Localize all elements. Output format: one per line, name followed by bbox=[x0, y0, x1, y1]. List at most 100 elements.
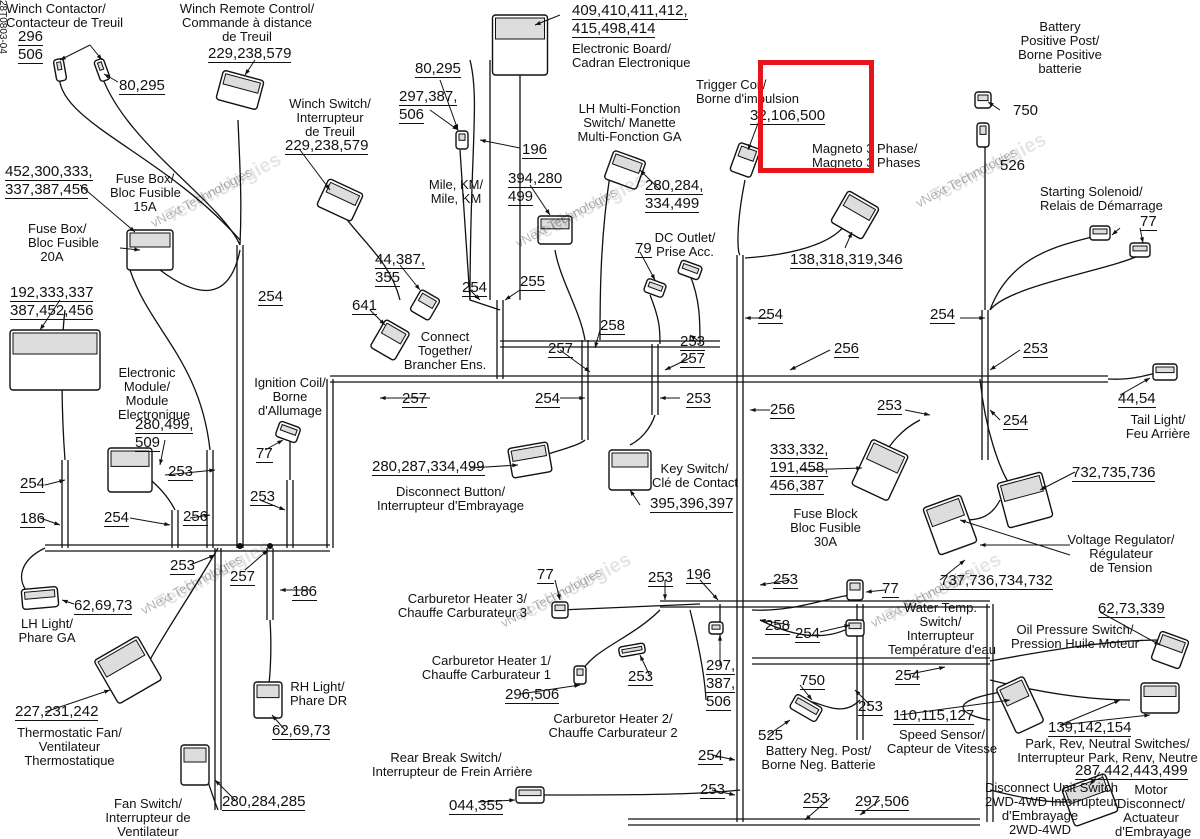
leader-arrow bbox=[960, 519, 966, 524]
leader-arrow bbox=[215, 780, 221, 786]
mile-km-switch-icon bbox=[455, 130, 469, 150]
leader-arrow bbox=[980, 542, 986, 548]
wire-number-n-80-295-b: 80,295 bbox=[415, 60, 461, 78]
wire-number-n-254-g: 254 bbox=[20, 475, 46, 493]
leader-arrow bbox=[1154, 640, 1160, 645]
label-line: LH Multi-Fonction bbox=[578, 101, 681, 116]
label-dc-outlet: DC Outlet/Prise Acc. bbox=[650, 231, 720, 259]
harness-wire bbox=[1107, 371, 1161, 380]
wire-number-line: 506 bbox=[706, 693, 732, 711]
connector-latch bbox=[12, 332, 98, 355]
wire-number-line: 452,300,333, bbox=[5, 163, 93, 181]
leader-arrow bbox=[509, 798, 515, 803]
label-line: LH Light/ bbox=[20, 616, 74, 631]
label-line: d'Allumage bbox=[258, 403, 322, 418]
wire-number-n-44-54: 44,54 bbox=[1118, 390, 1156, 408]
label-line: 30A bbox=[813, 534, 838, 549]
harness-wire bbox=[737, 179, 746, 256]
wire-number-n-280-284: 280,284,334,499 bbox=[645, 177, 704, 213]
wire-number-line: 280,284,285 bbox=[222, 793, 306, 811]
wire-number-n-253-d: 253 bbox=[877, 397, 903, 415]
label-line: Bloc Fusible bbox=[790, 520, 861, 535]
wire-number-line: 526 bbox=[1000, 157, 1026, 174]
label-line: Connect bbox=[420, 329, 470, 344]
disconnect-unit-switch-connector-icon bbox=[1061, 773, 1119, 827]
leader-arrow bbox=[454, 124, 459, 130]
label-line: Battery Neg. Post/ bbox=[765, 743, 872, 758]
label-line: Park, Rev, Neutral Switches/ bbox=[1025, 736, 1190, 751]
label-line: Magneto 3 Phase/ bbox=[812, 141, 918, 156]
connector-latch bbox=[848, 622, 862, 630]
harness-wire bbox=[99, 69, 241, 246]
label-starting-solenoid: Starting Solenoid/Relais de Démarrage bbox=[1040, 185, 1163, 213]
leader-arrow bbox=[847, 232, 852, 238]
label-line: Carburetor Heater 1/ bbox=[431, 653, 551, 668]
carb-heater-3-connector-icon bbox=[551, 601, 569, 619]
connector-latch bbox=[1155, 366, 1175, 374]
label-line: Borne Neg. Batterie bbox=[761, 757, 876, 772]
wire-number-n-254-k: 254 bbox=[698, 747, 724, 765]
label-line: Borne Positive bbox=[1018, 47, 1102, 62]
wire-number-line: 258 bbox=[600, 317, 626, 335]
connector-latch bbox=[129, 232, 171, 248]
speed-sensor-connector-icon bbox=[996, 676, 1044, 734]
wire-number-line: 186 bbox=[292, 583, 318, 601]
wire-number-n-fuse30: 333,332,191,458,456,387 bbox=[770, 441, 829, 495]
magneto-connector-icon bbox=[830, 190, 880, 240]
label-line: Ignition Coil/ bbox=[254, 375, 326, 390]
leader-line bbox=[129, 517, 171, 526]
leader-arrow bbox=[860, 809, 866, 815]
leader-line bbox=[1059, 714, 1151, 726]
wire-number-line: 227,231,242 bbox=[15, 703, 99, 721]
wire-number-line: 254 bbox=[1003, 412, 1029, 430]
label-line: Régulateur bbox=[1089, 546, 1153, 561]
connector-latch bbox=[56, 61, 63, 71]
label-line: batterie bbox=[1038, 61, 1082, 76]
wire-number-line: 387, bbox=[706, 675, 736, 693]
leader-arrow bbox=[134, 247, 140, 252]
leader-arrow bbox=[535, 20, 541, 25]
wire-number-n-750-b: 750 bbox=[800, 672, 826, 690]
wire-number-n-253-k: 253 bbox=[858, 698, 884, 716]
wire-number-n-253-g: 253 bbox=[170, 557, 196, 575]
label-line: Température d'eau bbox=[888, 642, 996, 657]
leader-arrow bbox=[159, 459, 164, 465]
dc-outlet-connector-icon bbox=[677, 259, 703, 281]
harness-wire bbox=[629, 414, 656, 446]
leader-line bbox=[1039, 471, 1076, 491]
label-carb-heater-3: Carburetor Heater 3/Chauffe Carburateur … bbox=[392, 592, 527, 620]
label-electronic-board: Electronic Board/Cadran Electronique bbox=[572, 42, 691, 70]
harness-wire bbox=[58, 69, 241, 241]
wire-number-n-rh-light: 62,69,73 bbox=[272, 722, 331, 740]
wire-number-n-board: 409,410,411,412,415,498,414 bbox=[572, 2, 688, 38]
label-line: Capteur de Vitesse bbox=[886, 741, 998, 756]
label-winch-remote: Winch Remote Control/Commande à distance… bbox=[172, 2, 322, 44]
wire-number-n-77-c: 77 bbox=[537, 566, 554, 584]
key-switch-icon bbox=[608, 449, 652, 491]
label-lh-light: LH Light/Phare GA bbox=[18, 617, 76, 645]
wire-number-line: 280,284, bbox=[645, 177, 704, 195]
wire-number-n-oil: 62,73,339 bbox=[1098, 600, 1165, 618]
leader-arrow bbox=[104, 689, 110, 694]
label-line: 2WD-4WD bbox=[1008, 822, 1072, 837]
wire-number-n-253-i: 253 bbox=[773, 571, 799, 589]
wire-number-n-253-j: 253 bbox=[628, 668, 654, 686]
fuse-box-20a-icon bbox=[9, 329, 101, 391]
carb-heater-1-connector-icon bbox=[573, 665, 587, 685]
wire-number-line: 409,410,411,412, bbox=[572, 2, 688, 20]
oil-pressure-switch-icon bbox=[1150, 630, 1190, 670]
leader-arrow bbox=[990, 365, 996, 370]
wire-number-line: 229,238,579 bbox=[285, 137, 369, 155]
label-line: Chauffe Carburateur 2 bbox=[548, 725, 678, 740]
leader-line bbox=[469, 464, 519, 469]
leader-arrow bbox=[545, 209, 550, 215]
wire-number-line: 62,69,73 bbox=[74, 597, 133, 615]
wire-number-line: 253 bbox=[648, 569, 674, 587]
connector-latch bbox=[842, 193, 877, 222]
voltage-regulator-connector-icon bbox=[996, 471, 1054, 529]
wire-number-n-44-387: 44,387,355 bbox=[375, 251, 426, 287]
label-line: Trigger Coil/ bbox=[696, 77, 767, 92]
